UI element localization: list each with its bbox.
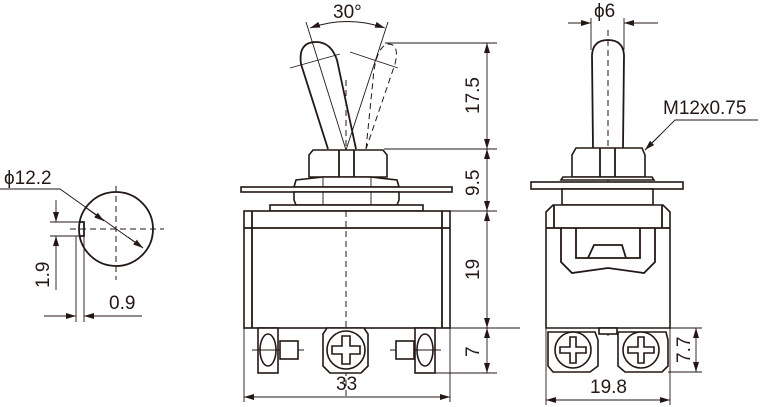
terminal-screws — [252, 327, 441, 374]
side-view: ϕ6 M12x0.75 7.7 — [530, 1, 758, 405]
side-hex-nut — [571, 147, 646, 178]
body-height-label: 19 — [463, 259, 484, 280]
key-width-label: 0.9 — [109, 293, 135, 314]
cutout-diameter-label: ϕ12.2 — [4, 168, 52, 189]
key-height-label: 1.9 — [33, 262, 54, 288]
terminal-height-label: 7 — [463, 346, 484, 357]
side-terminal-screws — [547, 331, 669, 373]
side-width-label: 19.8 — [590, 377, 627, 398]
toggle-lever — [299, 41, 357, 150]
thread-label: M12x0.75 — [663, 98, 746, 119]
angle-label: 30° — [333, 2, 362, 23]
switch-body — [243, 210, 451, 329]
hex-nut — [308, 149, 388, 178]
panel-cutout-view: ϕ12.2 1.9 0.9 — [0, 168, 164, 322]
key-notch — [79, 221, 85, 237]
side-mounting-plate — [530, 181, 684, 190]
lever-diameter-label: ϕ6 — [594, 1, 615, 22]
side-terminal-height-label: 7.7 — [674, 337, 695, 363]
width-label: 33 — [336, 374, 357, 395]
front-view: 30° — [240, 2, 520, 402]
lever-height-label: 17.5 — [463, 77, 484, 114]
bushing-height-label: 9.5 — [463, 170, 484, 196]
side-lever — [591, 39, 625, 149]
